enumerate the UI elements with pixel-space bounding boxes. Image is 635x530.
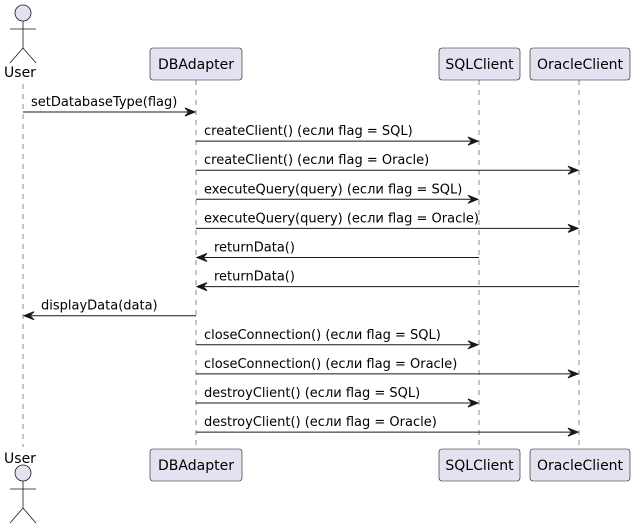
arrowhead-icon — [567, 223, 580, 233]
message-arrow: createClient() (если flag = Oracle) — [196, 153, 580, 175]
message-label: destroyClient() (если flag = Oracle) — [204, 415, 437, 430]
message-label: returnData() — [214, 270, 295, 285]
arrowhead-icon — [467, 136, 480, 146]
actor-user-bottom: User — [4, 451, 37, 524]
message-arrow: displayData(data) — [22, 299, 196, 321]
participant-box — [438, 448, 521, 482]
participant-box — [438, 47, 521, 81]
participant-box — [149, 448, 243, 482]
participant-dbadapter-top: DBAdapter — [149, 47, 243, 81]
message-arrow: executeQuery(query) (если flag = SQL) — [196, 182, 480, 204]
participant-oracleclient-top: OracleClient — [529, 47, 631, 81]
message-arrow: executeQuery(query) (если flag = Oracle) — [196, 211, 580, 233]
participant-box — [149, 47, 243, 81]
participant-label: OracleClient — [537, 57, 624, 73]
actor-head-icon — [14, 464, 32, 482]
actor-label: User — [4, 451, 36, 467]
arrowhead-icon — [567, 369, 580, 379]
message-label: returnData() — [214, 241, 295, 256]
message-arrow: closeConnection() (если flag = SQL) — [196, 328, 480, 350]
actor-user-top: User — [4, 4, 37, 81]
participant-label: SQLClient — [445, 57, 514, 73]
message-label: createClient() (если flag = Oracle) — [204, 153, 429, 168]
message-label: displayData(data) — [41, 299, 158, 314]
participants-bottom: User DBAdapter SQLClient OracleClient — [4, 448, 631, 524]
message-label: executeQuery(query) (если flag = Oracle) — [204, 211, 479, 226]
participant-label: DBAdapter — [158, 57, 234, 73]
participant-oracleclient-bottom: OracleClient — [529, 448, 631, 482]
participant-box — [529, 47, 631, 81]
participant-dbadapter-bottom: DBAdapter — [149, 448, 243, 482]
actor-head-icon — [14, 4, 32, 22]
arrowhead-icon — [195, 282, 208, 292]
actor-left-leg-icon — [9, 507, 24, 524]
message-arrow: closeConnection() (если flag = Oracle) — [196, 357, 580, 379]
arrowhead-icon — [567, 165, 580, 175]
arrowhead-icon — [184, 107, 197, 117]
messages: setDatabaseType(flag) createClient() (есл… — [22, 95, 580, 437]
arrowhead-icon — [467, 398, 480, 408]
participant-sqlclient-top: SQLClient — [438, 47, 521, 81]
message-label: closeConnection() (если flag = SQL) — [204, 328, 441, 343]
actor-right-leg-icon — [22, 507, 37, 524]
participant-box — [529, 448, 631, 482]
actor-label: User — [4, 65, 36, 81]
message-label: destroyClient() (если flag = SQL) — [204, 386, 420, 401]
participant-label: SQLClient — [445, 458, 514, 474]
message-arrow: destroyClient() (если flag = Oracle) — [196, 415, 580, 437]
participant-label: OracleClient — [537, 458, 624, 474]
message-label: createClient() (если flag = SQL) — [204, 124, 413, 139]
message-label: executeQuery(query) (если flag = SQL) — [204, 182, 462, 197]
arrowhead-icon — [567, 427, 580, 437]
actor-left-leg-icon — [9, 47, 24, 64]
message-label: closeConnection() (если flag = Oracle) — [204, 357, 457, 372]
arrowhead-icon — [467, 194, 480, 204]
message-arrow: setDatabaseType(flag) — [23, 95, 197, 117]
participants-top: User DBAdapter SQLClient OracleClient — [4, 4, 631, 81]
message-arrow: returnData() — [195, 270, 579, 292]
participant-sqlclient-bottom: SQLClient — [438, 448, 521, 482]
actor-right-leg-icon — [22, 47, 37, 64]
arrowhead-icon — [467, 340, 480, 350]
message-arrow: returnData() — [195, 241, 479, 262]
participant-label: DBAdapter — [158, 458, 234, 474]
arrowhead-icon — [22, 311, 35, 321]
message-arrow: destroyClient() (если flag = SQL) — [196, 386, 480, 408]
message-arrow: createClient() (если flag = SQL) — [196, 124, 480, 146]
message-label: setDatabaseType(flag) — [31, 95, 177, 110]
arrowhead-icon — [195, 253, 208, 262]
